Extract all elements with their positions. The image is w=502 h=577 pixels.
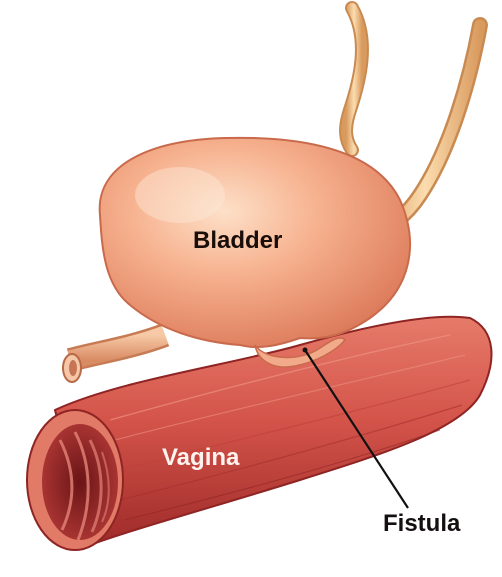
ureter-left bbox=[346, 8, 362, 150]
urethra bbox=[63, 335, 165, 382]
fistula-pointer-dot bbox=[303, 348, 308, 353]
fistula-label: Fistula bbox=[383, 512, 460, 536]
bladder-label: Bladder bbox=[193, 229, 282, 253]
vagina-label: Vagina bbox=[162, 446, 239, 470]
